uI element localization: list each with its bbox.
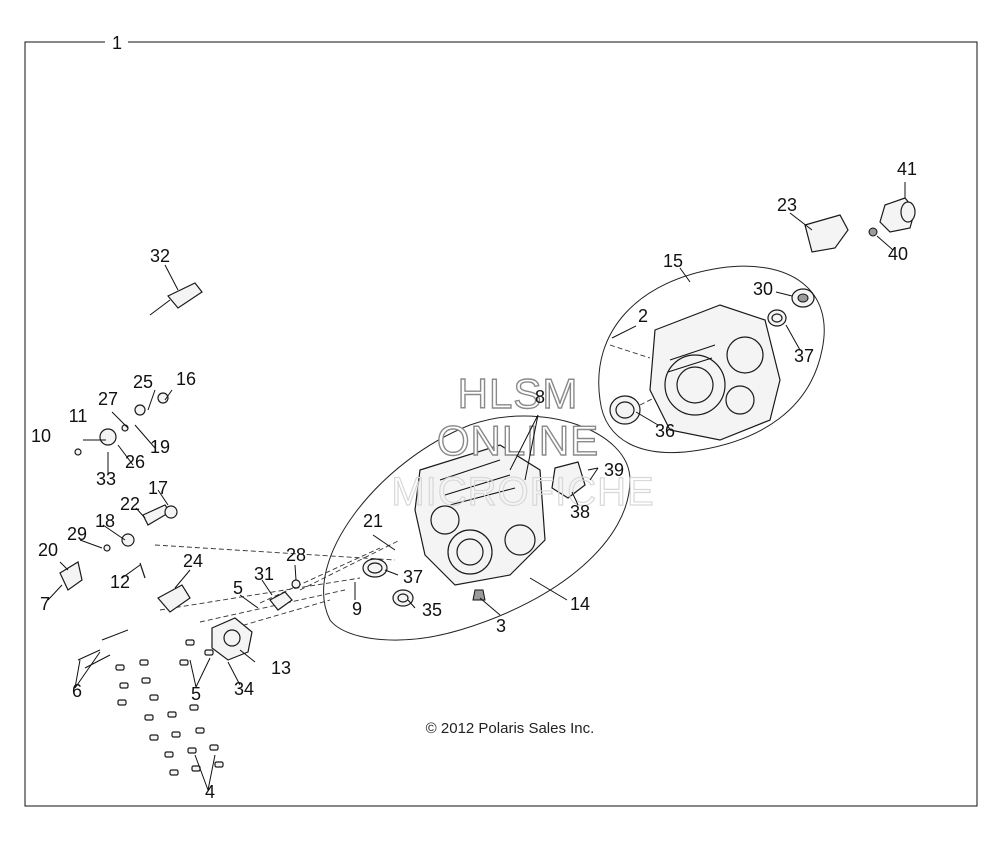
bolt <box>139 659 149 666</box>
callout-5: 5 <box>191 684 201 704</box>
bolt <box>179 659 189 666</box>
callout-22: 22 <box>120 494 140 514</box>
shift-components <box>59 392 191 613</box>
watermark: HLSM ONLINE MICROFICHE <box>391 369 655 514</box>
callout-40: 40 <box>888 244 908 264</box>
callout-24: 24 <box>183 551 203 571</box>
bracket-23 <box>804 214 849 253</box>
seal-37-right <box>767 309 787 327</box>
callout-23: 23 <box>777 195 797 215</box>
callout-10: 10 <box>31 426 51 446</box>
seal-35 <box>392 589 414 607</box>
callout-37: 37 <box>794 346 814 366</box>
callout-33: 33 <box>96 469 116 489</box>
callout-21: 21 <box>363 511 383 531</box>
bolt <box>209 744 219 751</box>
assembly-frame <box>24 41 978 807</box>
watermark-line3: MICROFICHE <box>391 470 654 514</box>
oring-28 <box>291 579 301 589</box>
transmission-housing-15 <box>649 304 781 441</box>
bolt <box>187 747 197 754</box>
bolts-6 <box>77 629 129 669</box>
shaft-32 <box>149 282 203 316</box>
seal-36 <box>609 395 641 425</box>
callout-5: 5 <box>233 578 243 598</box>
callout-6: 6 <box>72 681 82 701</box>
callout-12: 12 <box>110 572 130 592</box>
callout-1: 1 <box>112 33 122 53</box>
bolt <box>195 727 205 734</box>
callout-26: 26 <box>125 452 145 472</box>
callout-39: 39 <box>604 460 624 480</box>
bolt <box>119 682 129 689</box>
bolt <box>141 677 151 684</box>
callout-20: 20 <box>38 540 58 560</box>
leader-lines <box>47 182 906 791</box>
callout-29: 29 <box>67 524 87 544</box>
callout-13: 13 <box>271 658 291 678</box>
housing-group-outline-15 <box>598 265 825 454</box>
callout-17: 17 <box>148 478 168 498</box>
callout-32: 32 <box>150 246 170 266</box>
sensor-31 <box>269 591 293 611</box>
watermark-line2: ONLINE <box>437 417 599 464</box>
callout-4: 4 <box>205 782 215 802</box>
seal-37-left <box>362 558 388 578</box>
callout-31: 31 <box>254 564 274 584</box>
bolt <box>115 664 125 671</box>
fastener-40 <box>868 227 878 237</box>
callout-18: 18 <box>95 511 115 531</box>
bolt <box>164 751 174 758</box>
housing-41 <box>879 197 916 233</box>
watermark-line1: HLSM <box>458 370 579 417</box>
bearing-30 <box>791 288 815 308</box>
callout-27: 27 <box>98 389 118 409</box>
gasket-39 <box>551 461 586 499</box>
callout-38: 38 <box>570 502 590 522</box>
callout-19: 19 <box>150 437 170 457</box>
transmission-housing-14 <box>414 444 546 601</box>
callout-15: 15 <box>663 251 683 271</box>
bolts-4 <box>115 639 224 776</box>
callout-16: 16 <box>176 369 196 389</box>
callout-9: 9 <box>352 599 362 619</box>
copyright-text: © 2012 Polaris Sales Inc. <box>426 720 595 737</box>
bolt <box>149 734 159 741</box>
bolt <box>144 714 154 721</box>
housing-group-outline-14 <box>323 415 631 641</box>
callout-34: 34 <box>234 679 254 699</box>
bolt <box>171 731 181 738</box>
callout-3: 3 <box>496 616 506 636</box>
callout-35: 35 <box>422 600 442 620</box>
bolt <box>117 699 127 706</box>
callout-36: 36 <box>655 421 675 441</box>
bolt <box>214 761 224 768</box>
bolt <box>169 769 179 776</box>
callout-28: 28 <box>286 545 306 565</box>
callout-14: 14 <box>570 594 590 614</box>
bolt <box>149 694 159 701</box>
bolt <box>185 639 195 646</box>
callout-8: 8 <box>535 387 545 407</box>
bolt <box>167 711 177 718</box>
callout-30: 30 <box>753 279 773 299</box>
bolt <box>189 704 199 711</box>
callout-11: 11 <box>69 406 88 426</box>
callout-41: 41 <box>897 159 917 179</box>
bolt <box>191 765 201 772</box>
callout-37: 37 <box>403 567 423 587</box>
callout-2: 2 <box>638 306 648 326</box>
cover-13 <box>211 617 253 661</box>
bolt <box>204 649 214 656</box>
callout-25: 25 <box>133 372 153 392</box>
callout-7: 7 <box>40 594 50 614</box>
